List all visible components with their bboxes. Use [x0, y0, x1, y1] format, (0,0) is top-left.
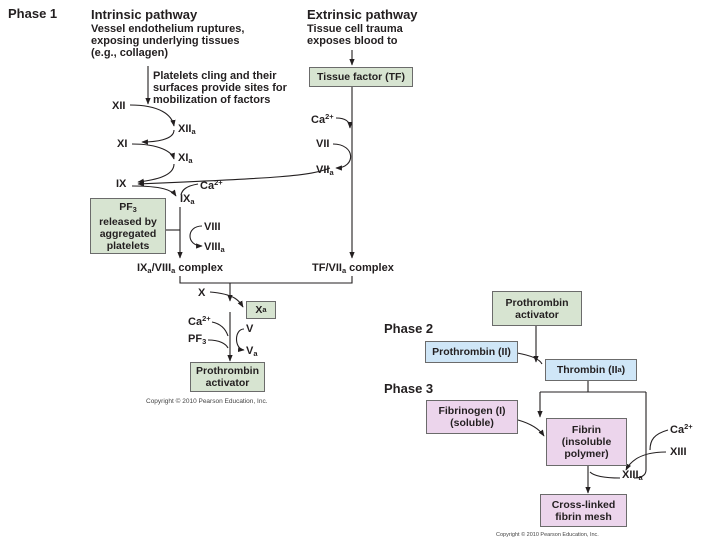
copyright-left: Copyright © 2010 Pearson Education, Inc. — [146, 398, 268, 405]
pf3-common: PF3 — [188, 333, 207, 346]
ixa-viiia-complex: IXa/VIIIa complex — [137, 262, 223, 275]
platelets-text-3: mobilization of factors — [153, 94, 271, 106]
calcium-phase3: Ca2+ — [670, 422, 693, 436]
prothrombin-to-thrombin-arrow — [516, 352, 543, 365]
intrinsic-title: Intrinsic pathway — [91, 7, 198, 22]
v-to-va-arrow — [235, 328, 245, 353]
ca-to-ixa-arrow — [180, 183, 199, 196]
fibrinogen-to-fibrin-arrow — [517, 419, 545, 437]
calcium-extrinsic: Ca2+ — [311, 112, 334, 126]
factor-x: X — [198, 287, 206, 299]
ca-pf3-to-xa-arrow — [211, 321, 229, 337]
platelets-text-2: surfaces provide sites for — [153, 82, 287, 94]
pf3-to-xa-arrow — [207, 339, 229, 349]
platelets-text-1: Platelets cling and their — [153, 70, 277, 82]
complex-join-line — [179, 276, 353, 284]
intrinsic-desc-3: (e.g., collagen) — [91, 47, 169, 59]
factor-ixa: IXa — [180, 193, 195, 206]
vii-to-viia-arrow — [332, 143, 352, 171]
factor-vii: VII — [316, 138, 330, 150]
xia-to-ix-arrow — [137, 163, 175, 184]
factor-viiia: VIIIa — [204, 241, 225, 254]
intrinsic-desc-1: Vessel endothelium ruptures, — [91, 23, 245, 35]
factor-viii: VIII — [204, 221, 221, 233]
tissue-factor-box: Tissue factor (TF) — [309, 67, 413, 87]
factor-xiia: XIIa — [178, 123, 196, 136]
xiiia-right-join — [633, 469, 647, 479]
xii-to-xiia-arrow — [129, 104, 176, 127]
ca-extrinsic-arrow — [335, 117, 353, 129]
ix-to-ixa-arrow — [131, 185, 177, 197]
tf-viia-complex: TF/VIIa complex — [312, 262, 394, 275]
viia-to-ix-arrow — [137, 167, 331, 187]
factor-xiii: XIII — [670, 446, 687, 458]
xi-to-xia-arrow — [131, 143, 175, 160]
extrinsic-desc-2: exposes blood to — [307, 35, 398, 47]
xiia-to-xi-arrow — [141, 129, 175, 145]
factor-v: V — [246, 323, 254, 335]
intrinsic-desc-2: exposing underlying tissues — [91, 35, 240, 47]
pf3-released-box: PF3 released by aggregated platelets — [90, 198, 166, 254]
phase2-label: Phase 2 — [384, 321, 434, 336]
copyright-right: Copyright © 2010 Pearson Education, Inc. — [496, 532, 599, 538]
extrinsic-desc-1: Tissue cell trauma — [307, 23, 403, 35]
extrinsic-title: Extrinsic pathway — [307, 7, 418, 22]
x-to-xa-arrow — [209, 291, 244, 308]
xiii-to-xiiia-arrow — [625, 451, 667, 471]
calcium-common: Ca2+ — [188, 314, 211, 328]
fibrinogen-box: Fibrinogen (I)(soluble) — [426, 400, 518, 434]
factor-ix: IX — [116, 178, 127, 190]
factor-viia: VIIa — [316, 164, 334, 177]
calcium-intrinsic: Ca2+ — [200, 178, 223, 192]
xiiia-to-fibrin-arrow — [589, 471, 621, 479]
phase3-label: Phase 3 — [384, 381, 434, 396]
phase1-label: Phase 1 — [8, 6, 58, 21]
viii-to-viiia-arrow — [189, 225, 203, 249]
factor-va: Va — [246, 345, 258, 358]
factor-xi: XI — [117, 138, 128, 150]
factor-xii: XII — [112, 100, 126, 112]
factor-xia: XIa — [178, 152, 193, 165]
factor-xiiia: XIIIa — [622, 469, 643, 482]
ca-to-xiii-arrow — [649, 429, 669, 451]
prothrombin-ii-box: Prothrombin (II) — [425, 341, 518, 363]
